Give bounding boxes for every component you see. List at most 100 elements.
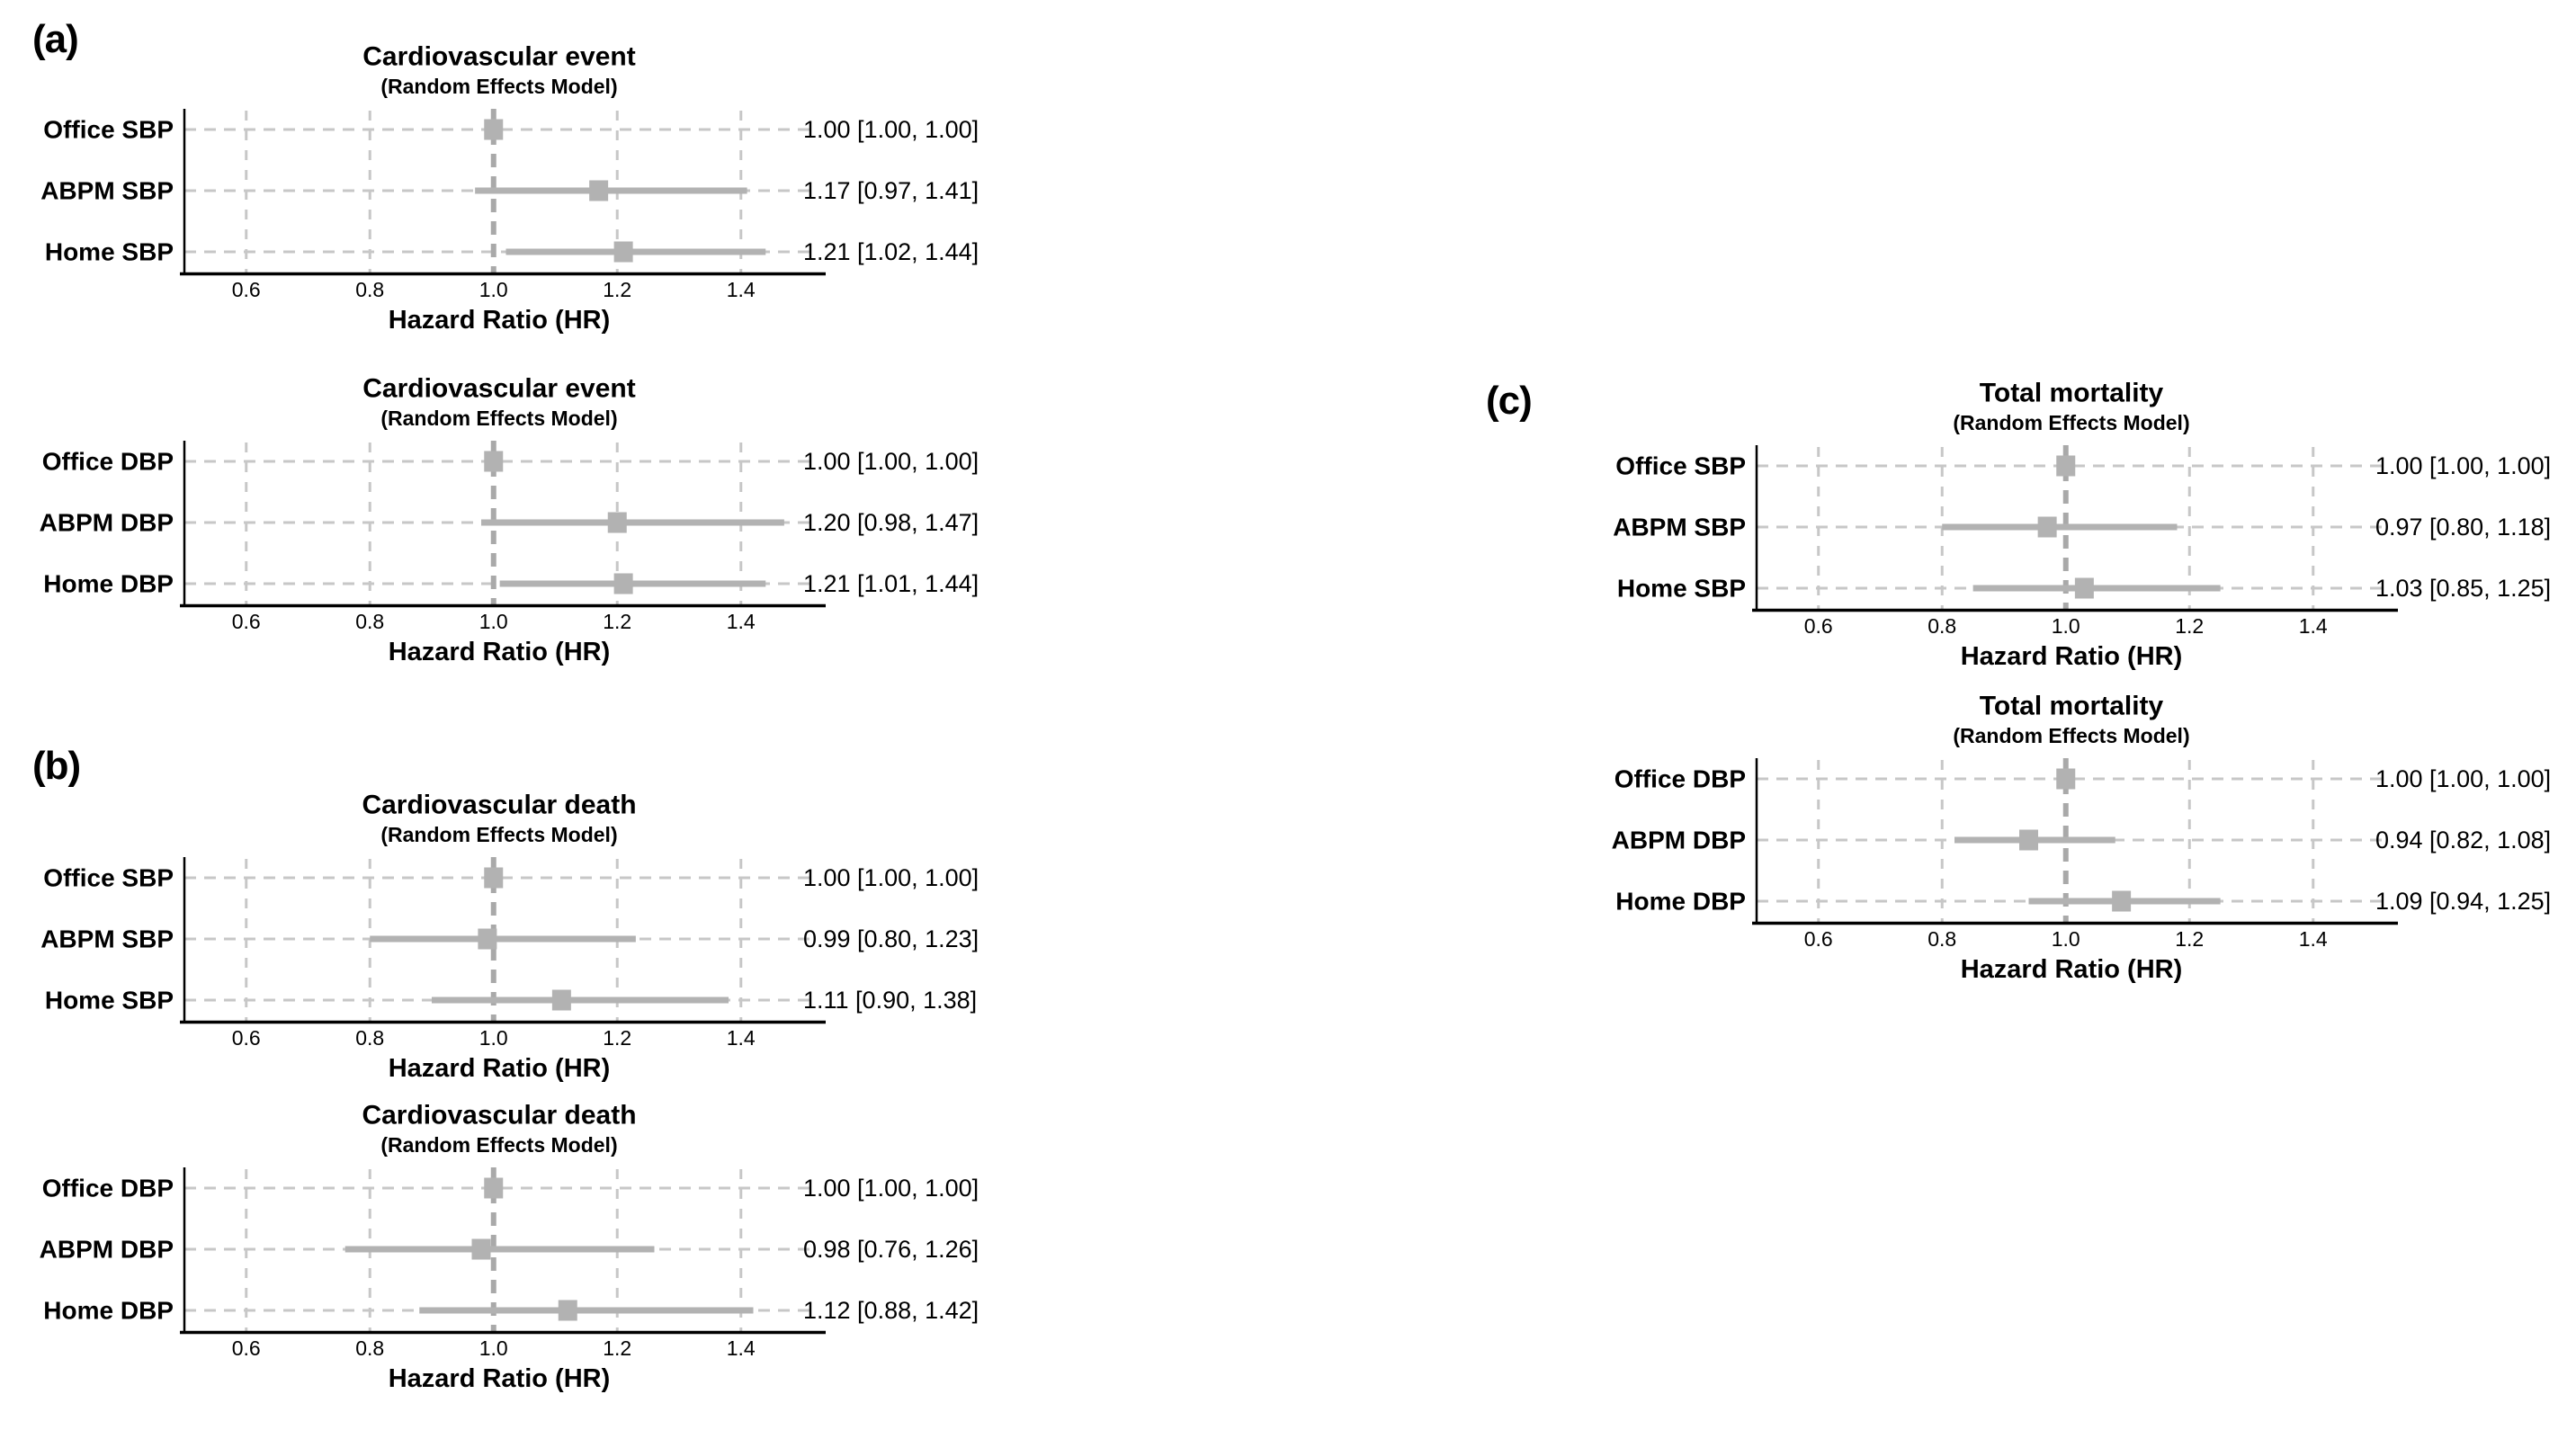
- x-axis-label: Hazard Ratio (HR): [1961, 642, 2183, 671]
- hr-value-label: 0.98 [0.76, 1.26]: [803, 1236, 979, 1263]
- plot-subtitle: (Random Effects Model): [380, 75, 617, 98]
- hr-value-label: 1.11 [0.90, 1.38]: [803, 987, 977, 1014]
- x-axis-label: Hazard Ratio (HR): [389, 638, 611, 666]
- point-estimate-marker: [484, 1177, 504, 1199]
- x-tick-label: 0.8: [355, 610, 384, 633]
- x-tick-label: 1.4: [2299, 927, 2328, 951]
- point-estimate-marker: [484, 867, 504, 889]
- point-estimate-marker: [613, 573, 633, 594]
- x-axis-label: Hazard Ratio (HR): [1961, 955, 2183, 984]
- x-tick-label: 1.4: [727, 1336, 756, 1360]
- x-tick-label: 0.6: [232, 610, 261, 633]
- plot-title: Cardiovascular event: [362, 374, 635, 404]
- point-estimate-marker: [484, 119, 504, 140]
- x-tick-label: 0.6: [232, 1026, 261, 1050]
- x-tick-label: 0.8: [355, 1336, 384, 1360]
- plot-title: Total mortality: [1980, 692, 2164, 721]
- panel-label-b: (b): [32, 744, 81, 788]
- plot-subtitle: (Random Effects Model): [380, 407, 617, 430]
- x-tick-label: 0.6: [232, 278, 261, 301]
- row-label: Office DBP: [42, 448, 174, 476]
- panel-label-c: (c): [1486, 379, 1533, 423]
- point-estimate-marker: [2074, 577, 2094, 599]
- hr-value-label: 0.94 [0.82, 1.08]: [2375, 827, 2551, 854]
- hr-value-label: 1.00 [1.00, 1.00]: [2375, 765, 2551, 792]
- x-tick-label: 1.4: [727, 1026, 756, 1050]
- row-label: ABPM SBP: [40, 925, 174, 953]
- row-label: Home SBP: [45, 987, 174, 1014]
- row-label: Home DBP: [43, 1297, 174, 1325]
- row-label: ABPM SBP: [1613, 514, 1746, 541]
- x-tick-label: 0.6: [232, 1336, 261, 1360]
- point-estimate-marker: [2019, 829, 2038, 851]
- x-axis-label: Hazard Ratio (HR): [389, 306, 611, 335]
- row-label: Office SBP: [1615, 452, 1746, 480]
- hr-value-label: 1.00 [1.00, 1.00]: [803, 448, 979, 475]
- x-tick-label: 1.4: [727, 610, 756, 633]
- x-tick-label: 0.6: [1804, 614, 1833, 638]
- forest-plot-cardiovascular-event-dbp: Office DBP 1.00 [1.00, 1.00] ABPM DBP 1.20 …: [40, 374, 979, 667]
- x-tick-label: 1.0: [479, 278, 508, 301]
- point-estimate-marker: [607, 512, 627, 533]
- plot-subtitle: (Random Effects Model): [380, 823, 617, 846]
- row-label: Home SBP: [1617, 575, 1746, 603]
- row-label: Home SBP: [45, 238, 174, 266]
- hr-value-label: 1.00 [1.00, 1.00]: [803, 864, 979, 891]
- row-label: ABPM DBP: [40, 1236, 174, 1264]
- forest-plot-cardiovascular-death-sbp: Office SBP 1.00 [1.00, 1.00] ABPM SBP 0.99 …: [40, 791, 979, 1084]
- x-tick-label: 1.4: [2299, 614, 2328, 638]
- point-estimate-marker: [613, 241, 633, 263]
- point-estimate-marker: [471, 1238, 491, 1260]
- x-tick-label: 0.6: [1804, 927, 1833, 951]
- point-estimate-marker: [2056, 455, 2076, 477]
- row-label: Home DBP: [1615, 888, 1746, 916]
- row-label: Home DBP: [43, 570, 174, 598]
- point-estimate-marker: [484, 451, 504, 472]
- row-label: Office DBP: [1614, 765, 1746, 793]
- hr-value-label: 1.21 [1.02, 1.44]: [803, 238, 979, 265]
- x-tick-label: 1.2: [603, 278, 631, 301]
- point-estimate-marker: [2112, 890, 2132, 912]
- hr-value-label: 1.20 [0.98, 1.47]: [803, 509, 979, 536]
- forest-plot-total-mortality-sbp: Office SBP 1.00 [1.00, 1.00] ABPM SBP 0.97 …: [1613, 379, 2551, 672]
- x-tick-label: 1.0: [479, 610, 508, 633]
- x-tick-label: 1.2: [603, 1026, 631, 1050]
- x-tick-label: 1.0: [479, 1026, 508, 1050]
- hr-value-label: 1.21 [1.01, 1.44]: [803, 570, 979, 597]
- x-tick-label: 1.4: [727, 278, 756, 301]
- hr-value-label: 0.99 [0.80, 1.23]: [803, 925, 979, 952]
- plot-title: Total mortality: [1980, 379, 2164, 408]
- point-estimate-marker: [2056, 768, 2076, 790]
- row-label: Office SBP: [43, 116, 174, 144]
- x-tick-label: 1.2: [2175, 614, 2204, 638]
- point-estimate-marker: [2037, 516, 2057, 538]
- x-tick-label: 0.8: [1928, 614, 1956, 638]
- plot-subtitle: (Random Effects Model): [1953, 724, 2189, 747]
- plot-subtitle: (Random Effects Model): [380, 1133, 617, 1157]
- x-tick-label: 1.2: [2175, 927, 2204, 951]
- x-tick-label: 0.8: [355, 1026, 384, 1050]
- x-tick-label: 1.0: [2052, 614, 2080, 638]
- row-label: ABPM SBP: [40, 177, 174, 205]
- hr-value-label: 1.09 [0.94, 1.25]: [2375, 888, 2551, 915]
- hr-value-label: 1.03 [0.85, 1.25]: [2375, 575, 2551, 602]
- x-tick-label: 0.8: [355, 278, 384, 301]
- x-tick-label: 1.2: [603, 1336, 631, 1360]
- hr-value-label: 1.00 [1.00, 1.00]: [803, 116, 979, 143]
- panel-label-a: (a): [32, 17, 79, 61]
- x-axis-label: Hazard Ratio (HR): [389, 1054, 611, 1083]
- x-tick-label: 1.0: [479, 1336, 508, 1360]
- x-tick-label: 0.8: [1928, 927, 1956, 951]
- row-label: Office DBP: [42, 1175, 174, 1202]
- point-estimate-marker: [589, 180, 609, 201]
- x-tick-label: 1.2: [603, 610, 631, 633]
- row-label: Office SBP: [43, 864, 174, 892]
- row-label: ABPM DBP: [40, 509, 174, 537]
- hr-value-label: 1.00 [1.00, 1.00]: [2375, 452, 2551, 479]
- x-axis-label: Hazard Ratio (HR): [389, 1364, 611, 1393]
- row-label: ABPM DBP: [1612, 827, 1746, 854]
- hr-value-label: 0.97 [0.80, 1.18]: [2375, 514, 2551, 541]
